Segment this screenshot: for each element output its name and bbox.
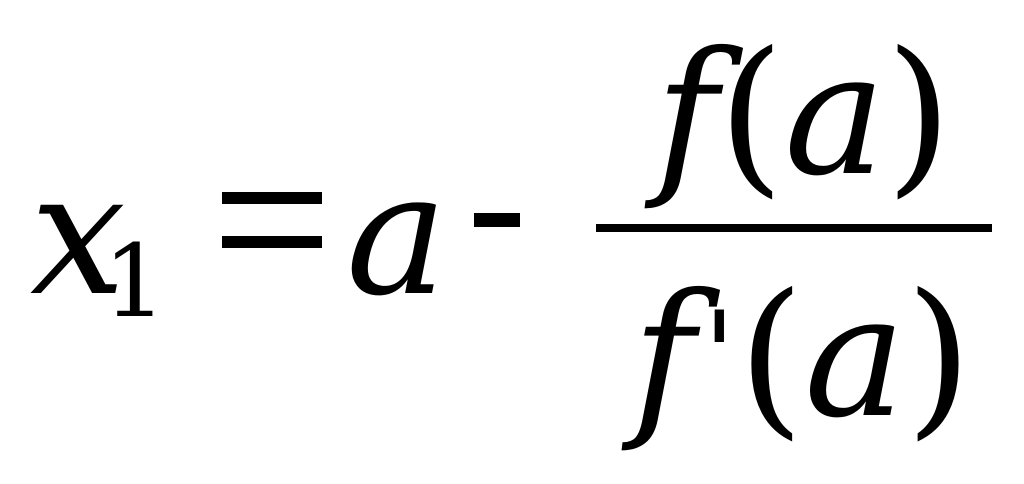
denominator-argument-a: a: [804, 258, 906, 456]
variable-x: x: [30, 136, 126, 334]
numerator-argument-a: a: [784, 16, 886, 214]
denominator-function-f: f: [632, 258, 695, 456]
minus-sign: [474, 213, 520, 227]
fraction-numerator: f ( a ): [655, 30, 975, 210]
variable-a: a: [346, 136, 448, 334]
equals-bar-bottom: [222, 236, 322, 248]
denominator-close-paren: ): [905, 258, 972, 456]
fraction-denominator: f ' ( a ): [632, 272, 992, 452]
denominator-open-paren: (: [737, 258, 805, 456]
numerator-function-f: f: [655, 16, 718, 214]
equals-bar-top: [222, 192, 322, 204]
subscript-one: 1: [103, 223, 167, 340]
numerator-open-paren: (: [717, 16, 785, 214]
numerator-close-paren: ): [885, 16, 952, 214]
fraction-bar: [596, 224, 992, 232]
denominator-prime: ': [702, 287, 736, 426]
